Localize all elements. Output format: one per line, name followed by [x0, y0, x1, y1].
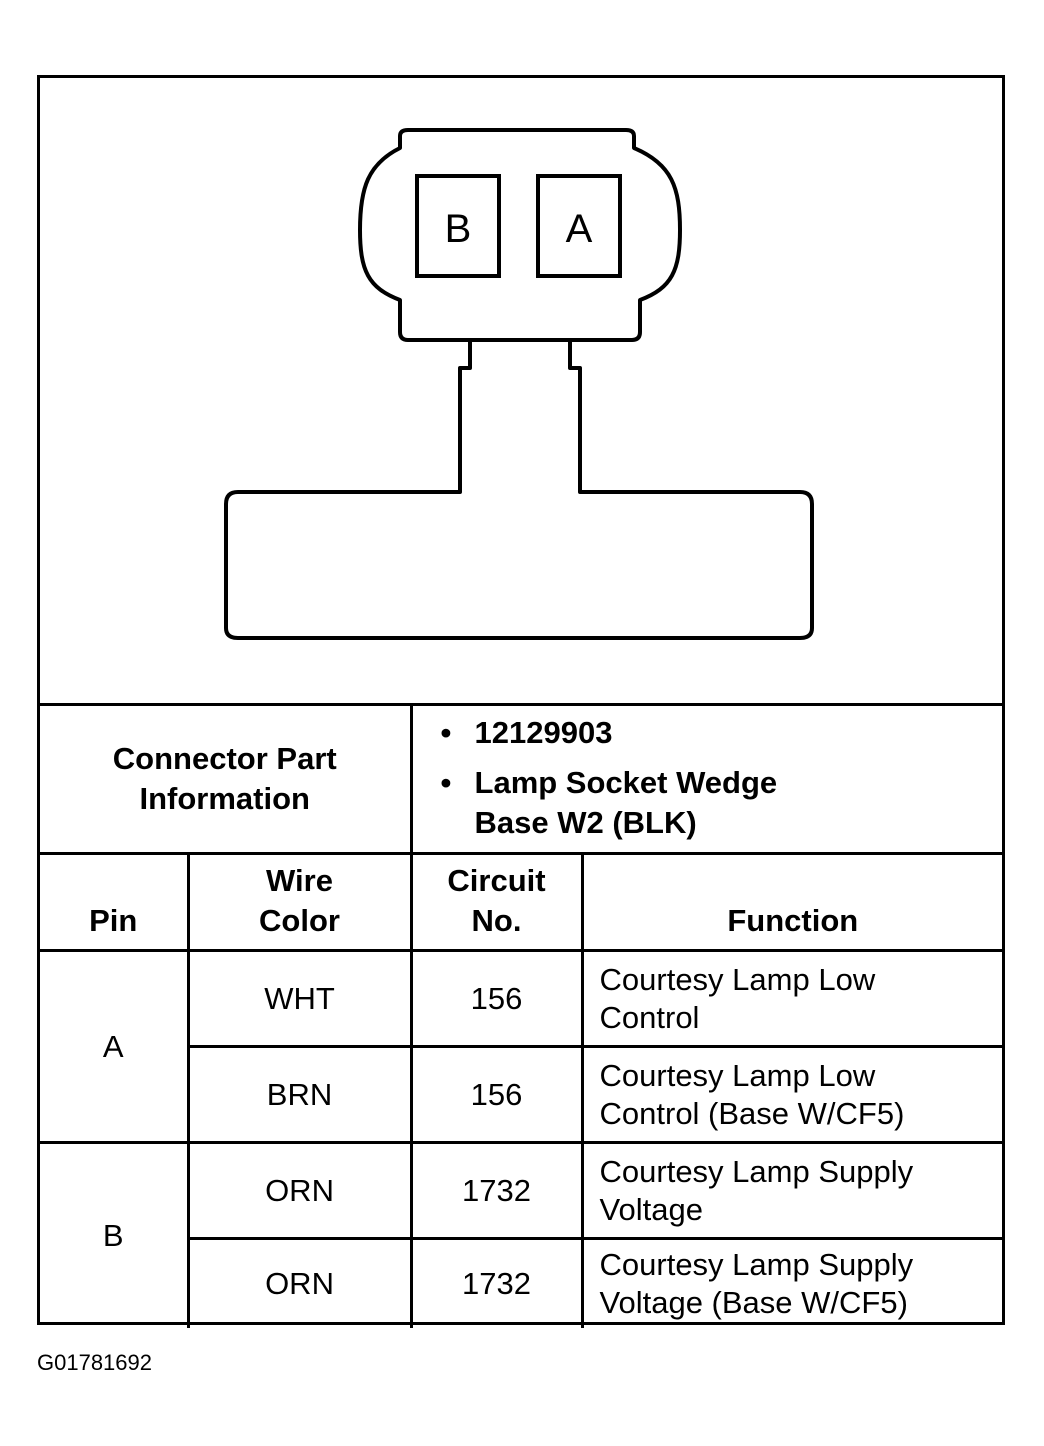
bullet: •	[440, 715, 452, 750]
wire-color-cell: ORN	[186, 1237, 413, 1328]
table-row: BRN 156 Courtesy Lamp Low Control (Base …	[40, 1045, 1003, 1144]
wire-color-cell: ORN	[186, 1141, 413, 1240]
circuit-cell: 1732	[409, 1141, 584, 1240]
table-row: B ORN 1732 Courtesy Lamp Supply Voltage	[40, 1141, 1003, 1328]
connector-info-table: Connector Part Information • 12129903 • …	[40, 703, 1003, 1328]
pin-column-header: Pin	[40, 852, 190, 952]
part-description-line2: Base W2 (BLK)	[474, 805, 697, 840]
connector-outline	[224, 128, 814, 640]
connector-figure-frame: B A Connector Part Information	[37, 75, 1005, 1328]
pin-cavity-a: A	[536, 174, 622, 278]
function-cell: Courtesy Lamp Low Control	[580, 949, 1003, 1048]
table-row: ORN 1732 Courtesy Lamp Supply Voltage (B…	[40, 1237, 1003, 1328]
bullet: •	[440, 765, 452, 800]
part-info-list: • 12129903 • Lamp Socket Wedge Base W2 (…	[413, 707, 1003, 851]
wire-color-cell: WHT	[186, 949, 413, 1048]
connector-housing	[358, 128, 682, 342]
part-description-line1: Lamp Socket Wedge	[474, 765, 778, 800]
pin-label-b: B	[445, 207, 472, 251]
pin-label-a: A	[566, 207, 593, 251]
wire-color-cell: BRN	[186, 1045, 413, 1144]
function-column-header: Function	[580, 852, 1003, 952]
column-header-row: Pin Wire Color Circuit No. Function	[40, 852, 1003, 952]
pin-cell: B	[40, 1141, 190, 1328]
function-cell: Courtesy Lamp Low Control (Base W/CF5)	[580, 1045, 1003, 1144]
part-number: 12129903	[474, 715, 613, 750]
connector-stem-and-base	[224, 340, 814, 640]
function-cell: Courtesy Lamp Supply Voltage	[580, 1141, 1003, 1240]
pin-cell: A	[40, 949, 190, 1144]
connector-diagram: B A	[224, 128, 814, 640]
part-number-item: • 12129903	[441, 713, 1003, 753]
circuit-column-header: Circuit No.	[409, 852, 584, 952]
function-cell: Courtesy Lamp Supply Voltage (Base W/CF5…	[580, 1237, 1003, 1328]
figure-id-label: G01781692	[37, 1350, 152, 1375]
circuit-cell: 156	[409, 1045, 584, 1144]
table-row: A WHT 156 Courtesy Lamp Low Control	[40, 949, 1003, 1144]
pin-cavity-b: B	[415, 174, 501, 278]
part-info-row: Connector Part Information • 12129903 • …	[40, 703, 1003, 855]
part-info-label: Connector Part Information	[112, 741, 337, 816]
part-description-item: • Lamp Socket Wedge Base W2 (BLK)	[441, 763, 1003, 843]
circuit-cell: 156	[409, 949, 584, 1048]
part-info-value-cell: • 12129903 • Lamp Socket Wedge Base W2 (…	[409, 703, 1003, 855]
wire-color-column-header: Wire Color	[186, 852, 413, 952]
circuit-cell: 1732	[409, 1237, 584, 1328]
part-info-label-cell: Connector Part Information	[40, 703, 413, 855]
